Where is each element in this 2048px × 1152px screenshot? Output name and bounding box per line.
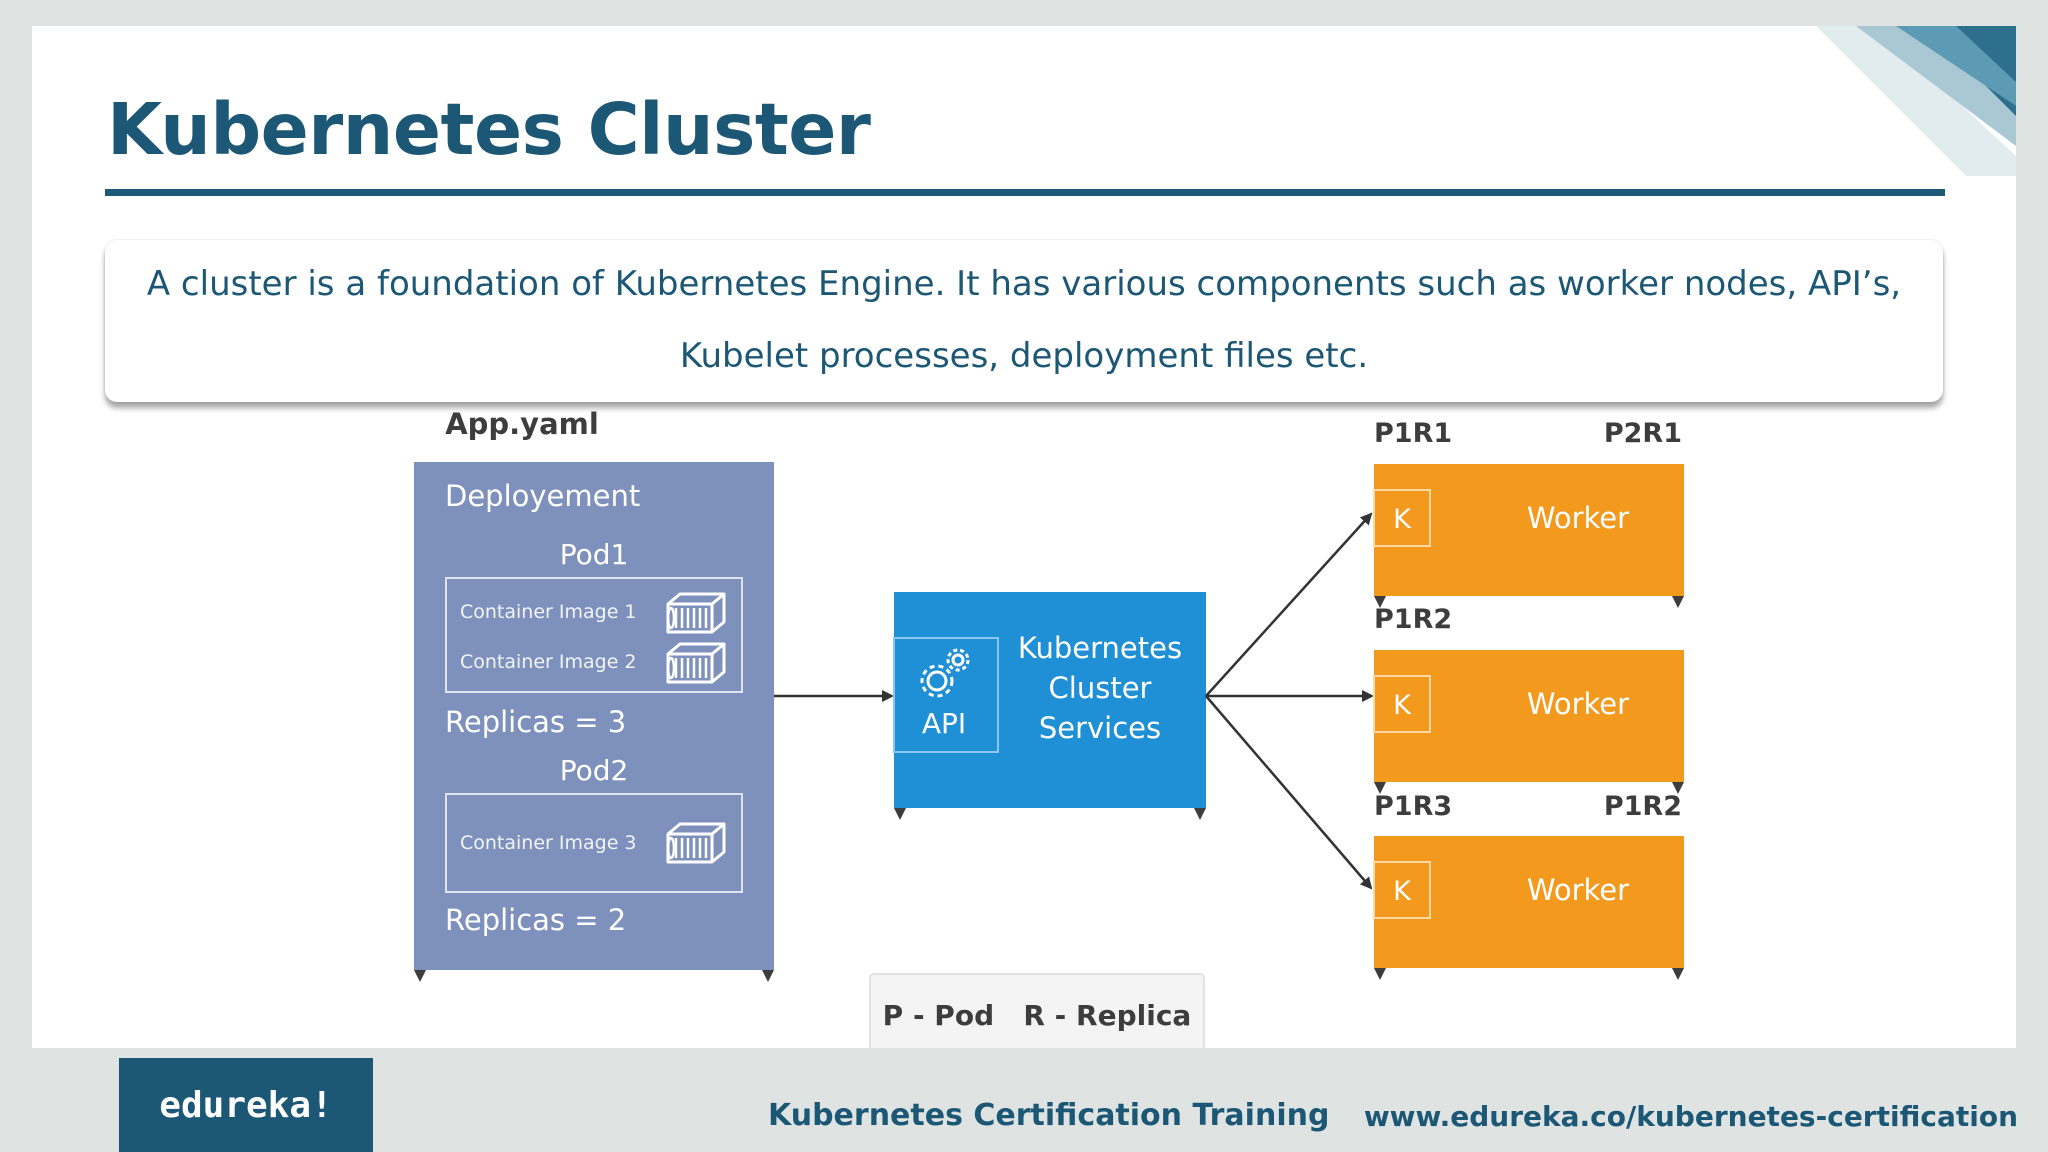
worker-1-k: K — [1393, 504, 1412, 535]
worker-2-left-label: P1R2 — [1374, 604, 1452, 635]
services-line-3: Services — [1039, 711, 1161, 745]
worker-3-kubelet — [1373, 861, 1431, 919]
worker-2-name: Worker — [1527, 687, 1629, 721]
footer-course-title: Kubernetes Certification Training — [768, 1098, 1330, 1133]
worker-1-box — [1374, 464, 1684, 608]
pod2-container-frame — [445, 793, 743, 893]
api-box — [894, 592, 1206, 820]
services-line-2: Cluster — [1049, 671, 1152, 705]
app-yaml-caption: App.yaml — [445, 407, 599, 441]
page-title: Kubernetes Cluster — [107, 88, 871, 171]
worker-2-kubelet — [1373, 675, 1431, 733]
pod2-label: Pod2 — [560, 754, 629, 787]
worker-2-box — [1374, 650, 1684, 794]
slide: Kubernetes Cluster A cluster is a founda… — [32, 26, 2016, 1074]
replicas-2: Replicas = 2 — [445, 903, 626, 937]
pod1-container-frame — [445, 577, 743, 693]
arrow-api-to-worker-3 — [1205, 695, 1373, 890]
worker-3-name: Worker — [1527, 873, 1629, 907]
arrow-api-to-worker-1 — [1205, 512, 1373, 697]
api-panel — [893, 637, 999, 753]
container-image-3: Container Image 3 — [460, 832, 637, 854]
container-image-2: Container Image 2 — [460, 651, 637, 673]
container-3-icon — [666, 822, 726, 864]
worker-2-k: K — [1393, 690, 1412, 721]
pod1-label: Pod1 — [560, 538, 629, 571]
worker-1-right-label: P2R1 — [1604, 418, 1682, 449]
deployment-box — [414, 462, 774, 982]
worker-3-box — [1374, 836, 1684, 980]
worker-3-k: K — [1393, 876, 1412, 907]
footer-url: www.edureka.co/kubernetes-certification — [1363, 1100, 2018, 1133]
api-label: API — [922, 707, 966, 740]
worker-3-right-label: P1R2 — [1604, 791, 1682, 822]
worker-1-left-label: P1R1 — [1374, 418, 1452, 449]
corner-decoration — [1816, 26, 2016, 176]
title-divider — [105, 189, 1945, 196]
services-line-1: Kubernetes — [1018, 631, 1182, 665]
edureka-logo: edureka! — [119, 1058, 373, 1152]
worker-1-kubelet — [1373, 489, 1431, 547]
description-line-1: A cluster is a foundation of Kubernetes … — [146, 264, 1902, 304]
replicas-1: Replicas = 3 — [445, 705, 626, 739]
container-1-icon — [666, 592, 726, 634]
container-2-icon — [666, 642, 726, 684]
description-line-2: Kubelet processes, deployment files etc. — [679, 336, 1369, 376]
worker-1-name: Worker — [1527, 501, 1629, 535]
legend-text: P - Pod R - Replica — [883, 999, 1192, 1032]
gear-icon — [920, 648, 970, 698]
deployment-heading: Deployement — [445, 479, 640, 513]
cluster-diagram: App.yaml Deployement Pod1 Container Imag… — [414, 407, 1684, 1055]
container-image-1: Container Image 1 — [460, 601, 637, 623]
description-box: A cluster is a foundation of Kubernetes … — [105, 240, 1943, 402]
worker-3-left-label: P1R3 — [1374, 791, 1452, 822]
